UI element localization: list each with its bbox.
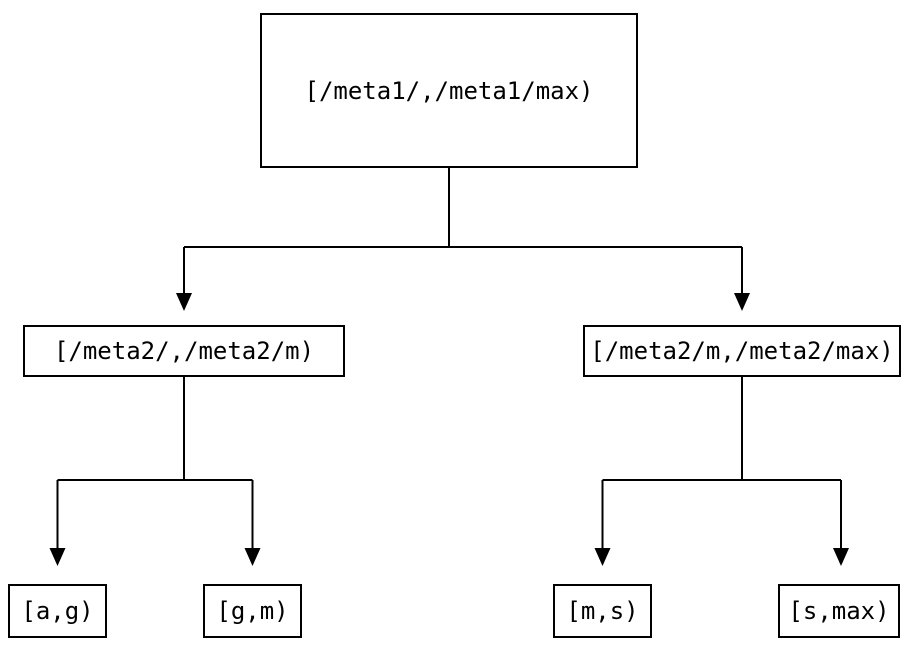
node-leaf-m-s: [m,s) [553,584,652,638]
arrow-down-icon [244,548,261,566]
node-leaf-a-g: [a,g) [8,584,107,638]
connector-right-subtree [601,377,842,548]
arrow-down-icon [176,293,192,311]
node-leaf-s-max: [s,max) [778,584,900,638]
node-meta2-low: [/meta2/,/meta2/m) [23,325,345,377]
connector-root-children [183,168,743,293]
node-label: [/meta2/,/meta2/m) [53,337,315,365]
node-label: [s,max) [788,597,890,625]
arrow-down-icon [594,548,611,566]
connector-left-subtree [56,377,254,548]
node-leaf-g-m: [g,m) [203,584,302,638]
node-label: [a,g) [21,597,94,625]
node-root: [/meta1/,/meta1/max) [260,13,638,168]
arrow-down-icon [49,548,66,566]
node-label: [g,m) [216,597,289,625]
node-meta2-high: [/meta2/m,/meta2/max) [583,325,901,377]
arrow-down-icon [734,293,750,311]
arrow-down-icon [833,548,849,566]
node-label: [/meta1/,/meta1/max) [304,76,594,105]
node-label: [m,s) [566,597,639,625]
node-label: [/meta2/m,/meta2/max) [590,337,894,365]
